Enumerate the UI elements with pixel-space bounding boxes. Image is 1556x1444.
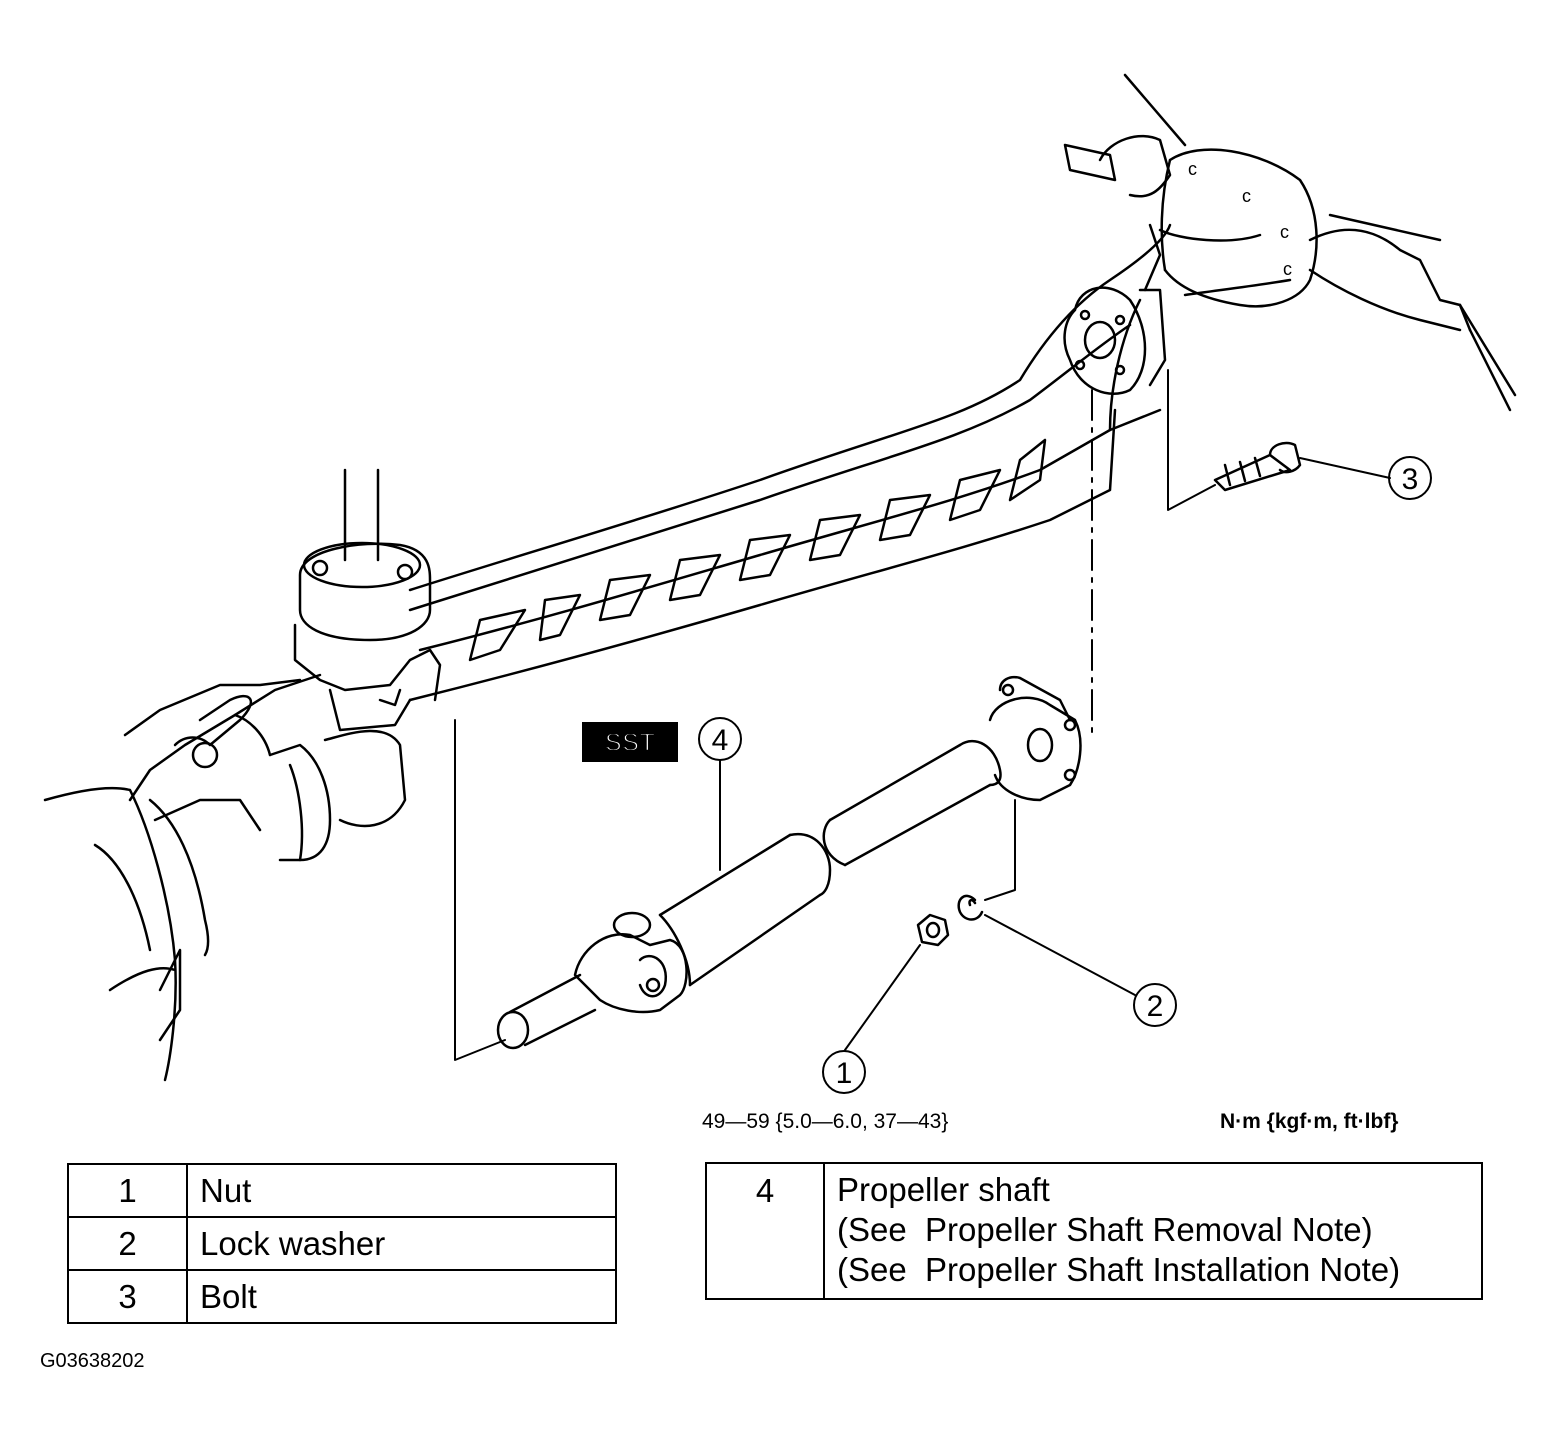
callout-1: 1 [822, 1050, 866, 1094]
svg-text:4: 4 [712, 724, 729, 757]
table-row: 1 Nut [67, 1163, 617, 1218]
removal-note: (See Propeller Shaft Removal Note) [837, 1211, 1373, 1248]
svg-text:c: c [1283, 259, 1292, 279]
assembly-lines [454, 369, 1216, 1061]
center-mount-housing [293, 468, 442, 828]
table-row: 3 Bolt [67, 1269, 617, 1324]
companion-flange [1063, 286, 1167, 395]
svg-text:c: c [1188, 159, 1197, 179]
svg-text:c: c [1280, 222, 1289, 242]
parts-table-right: 4 Propeller shaft (See Propeller Shaft R… [705, 1162, 1483, 1300]
part-number: 1 [67, 1163, 188, 1218]
lock-washer [957, 894, 984, 921]
svg-text:SST: SST [605, 727, 656, 757]
svg-text:c: c [1242, 186, 1251, 206]
figure-id: G03638202 [40, 1350, 145, 1372]
parts-table-left: 1 Nut 2 Lock washer 3 Bolt [67, 1163, 617, 1324]
exploded-view-illustration: c c c c [43, 73, 1517, 1094]
svg-text:3: 3 [1402, 463, 1419, 496]
leader-lines [719, 457, 1391, 1051]
rear-differential: c c c c [1063, 73, 1517, 412]
installation-note: (See Propeller Shaft Installation Note) [837, 1251, 1401, 1288]
part-name: Lock washer [186, 1216, 617, 1271]
part-name: Nut [186, 1163, 617, 1218]
torque-units: N·m {kgf·m, ft·lbf} [1220, 1110, 1399, 1133]
part-number: 4 [705, 1162, 825, 1300]
part-name-cell: Propeller shaft (See Propeller Shaft Rem… [823, 1162, 1483, 1300]
part-number: 2 [67, 1216, 188, 1271]
part-name: Bolt [186, 1269, 617, 1324]
callout-4: 4 [698, 717, 742, 761]
nut [916, 913, 950, 947]
sst-badge: SST [582, 722, 678, 762]
callout-3: 3 [1388, 456, 1432, 500]
torque-specification: 49—59 {5.0—6.0, 37—43} [702, 1110, 949, 1133]
svg-text:1: 1 [836, 1057, 853, 1090]
table-row: 4 Propeller shaft (See Propeller Shaft R… [705, 1162, 1483, 1300]
callout-2: 2 [1133, 983, 1177, 1027]
propeller-shaft [496, 675, 1082, 1050]
bolt [1213, 441, 1302, 492]
svg-text:2: 2 [1147, 990, 1164, 1023]
part-name: Propeller shaft [837, 1171, 1050, 1208]
table-row: 2 Lock washer [67, 1216, 617, 1271]
frame-crossmember [408, 223, 1172, 702]
part-number: 3 [67, 1269, 188, 1324]
transmission-housing [43, 673, 332, 1082]
